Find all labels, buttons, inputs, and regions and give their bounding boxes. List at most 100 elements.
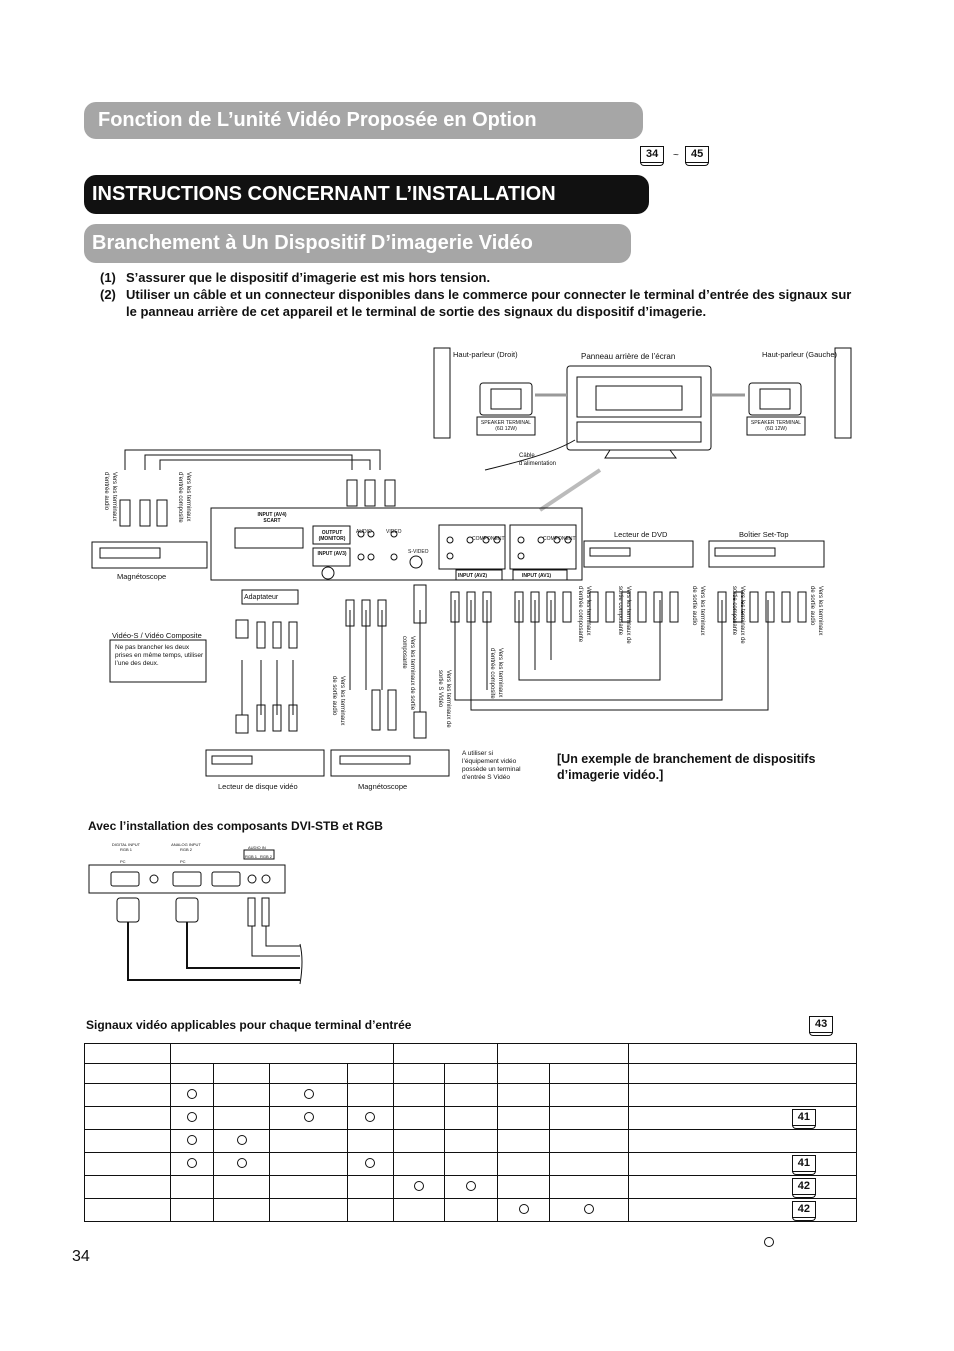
pc-label-a: PC [120, 859, 126, 864]
input-av2-label: INPUT (AV2) [458, 573, 488, 579]
supported-circle-icon [186, 1134, 197, 1145]
note-cell: 42 [627, 1198, 858, 1222]
connection-diagram [91, 347, 852, 777]
rear-panel-label: Panneau arrière de l’écran [581, 352, 676, 361]
v-svideo-out-label: Vers les terminaux de sortie S Vidéo [437, 670, 451, 728]
row-page-ref[interactable]: 41 [791, 1155, 817, 1175]
signal-cell [444, 1083, 499, 1107]
signals-heading: Signaux vidéo applicables pour chaque te… [86, 1018, 412, 1032]
signal-cell [169, 1083, 215, 1107]
table-row [84, 1129, 858, 1153]
signal-cell [269, 1106, 349, 1130]
adaptateur-label: Adaptateur [244, 594, 279, 601]
signal-cell [497, 1152, 550, 1176]
vcr-bottom-label: Magnétoscope [358, 782, 408, 791]
legend-circle-icon [764, 1237, 774, 1247]
supported-circle-icon [466, 1180, 477, 1191]
input-av4-label: INPUT (AV4) SCART [257, 512, 287, 524]
signal-cell [213, 1198, 271, 1222]
rgb1-label: RGB 1 [245, 854, 258, 859]
signal-cell [347, 1152, 394, 1176]
row-page-ref[interactable]: 42 [791, 1178, 817, 1198]
table-row: 42 [84, 1175, 858, 1199]
supported-circle-icon [236, 1157, 247, 1168]
table-row: 41 [84, 1152, 858, 1176]
signal-cell [497, 1129, 550, 1153]
signal-cell [213, 1175, 271, 1199]
supported-circle-icon [303, 1088, 314, 1099]
supported-circle-icon [583, 1203, 594, 1214]
signal-cell [548, 1175, 629, 1199]
signal-cell [347, 1175, 394, 1199]
note-cell: 41 [627, 1106, 858, 1130]
row-label-cell [84, 1129, 171, 1153]
signal-cell [444, 1175, 499, 1199]
signal-cell [269, 1152, 349, 1176]
signal-cell [347, 1198, 394, 1222]
supported-circle-icon [186, 1111, 197, 1122]
example-caption: [Un exemple de branchement de dispositif… [557, 752, 816, 782]
signal-cell [392, 1129, 446, 1153]
v-stb-audio-out-label: Vers les terminaux de sortie audio [809, 586, 823, 636]
a-utiliser-label: A utiliser si l’équipement vidéo possède… [462, 750, 521, 781]
signal-cell [497, 1083, 550, 1107]
supported-circle-icon [365, 1157, 376, 1168]
note-cell [627, 1083, 858, 1107]
signals-page-ref[interactable]: 43 [809, 1016, 834, 1036]
step-2: (2) Utiliser un câble et un connecteur d… [100, 286, 860, 320]
speaker-terminal-right: SPEAKER TERMINAL (6Ω 12W) [480, 420, 532, 432]
supported-circle-icon [365, 1111, 376, 1122]
signal-cell [548, 1198, 629, 1222]
v-audio-in-label: Vers les terminaux d’entrée audio [103, 472, 117, 522]
row-label-cell [84, 1175, 171, 1199]
signal-cell [269, 1198, 349, 1222]
ne-pas-label: Ne pas brancher les deux prises en même … [115, 644, 204, 667]
input-av1-label: INPUT (AV1) [522, 573, 552, 579]
step-number: (1) [100, 270, 116, 285]
step-number: (2) [100, 287, 116, 302]
settop-label: Boîtier Set-Top [739, 530, 789, 539]
signals-table: 41 41 42 42 [84, 1043, 858, 1222]
input-av3-panel-label: INPUT (AV3) [317, 551, 347, 557]
signal-cell [444, 1106, 499, 1130]
row-label-cell [84, 1152, 171, 1176]
dvd-label: Lecteur de DVD [614, 530, 668, 539]
signal-cell [497, 1175, 550, 1199]
signal-cell [548, 1083, 629, 1107]
v-composante-out-label: Vers les terminaux de sortie composante [401, 636, 415, 711]
supported-circle-icon [186, 1088, 197, 1099]
signal-cell [169, 1129, 215, 1153]
supported-circle-icon [236, 1134, 247, 1145]
signal-cell [444, 1129, 499, 1153]
v-dvd-comp-out-label: Vers les terminaux de sortie composante [617, 586, 631, 644]
signal-cell [444, 1152, 499, 1176]
rgb2-label: RGB 2 [260, 854, 273, 859]
row-page-ref[interactable]: 41 [791, 1109, 817, 1129]
table-header-row [84, 1043, 858, 1064]
step-text: S’assurer que le dispositif d’imagerie e… [126, 270, 491, 285]
signal-cell [497, 1198, 550, 1222]
signal-cell [548, 1129, 629, 1153]
vcr-left-label: Magnétoscope [117, 572, 167, 581]
signal-cell [392, 1083, 446, 1107]
component-label-a: COMPONENT [472, 536, 505, 542]
page-ref-start[interactable]: 34 [640, 146, 665, 166]
supported-circle-icon [186, 1157, 197, 1168]
note-cell: 41 [627, 1152, 858, 1176]
pc-label-b: PC [180, 859, 186, 864]
row-label-cell [84, 1083, 171, 1107]
v-audio-out-label: Vers les terminaux de sortie audio [331, 676, 345, 726]
dvi-rgb-diagram [88, 849, 303, 985]
step-text: Utiliser un câble et un connecteur dispo… [126, 287, 852, 319]
v-stb-comp-out-label: Vers les terminaux de sortie composante [731, 586, 745, 644]
branch-title-banner: Branchement à Un Dispositif D’imagerie V… [84, 224, 631, 263]
row-label-cell [84, 1198, 171, 1222]
supported-circle-icon [518, 1203, 529, 1214]
table-row: 42 [84, 1198, 858, 1222]
speaker-terminal-left: SPEAKER TERMINAL (6Ω 12W) [750, 420, 802, 432]
signal-cell [347, 1129, 394, 1153]
row-page-ref[interactable]: 42 [791, 1201, 817, 1221]
instruction-steps: (1) S’assurer que le dispositif d’imager… [100, 269, 860, 320]
branch-title: Branchement à Un Dispositif D’imagerie V… [92, 232, 533, 254]
signal-cell [213, 1152, 271, 1176]
